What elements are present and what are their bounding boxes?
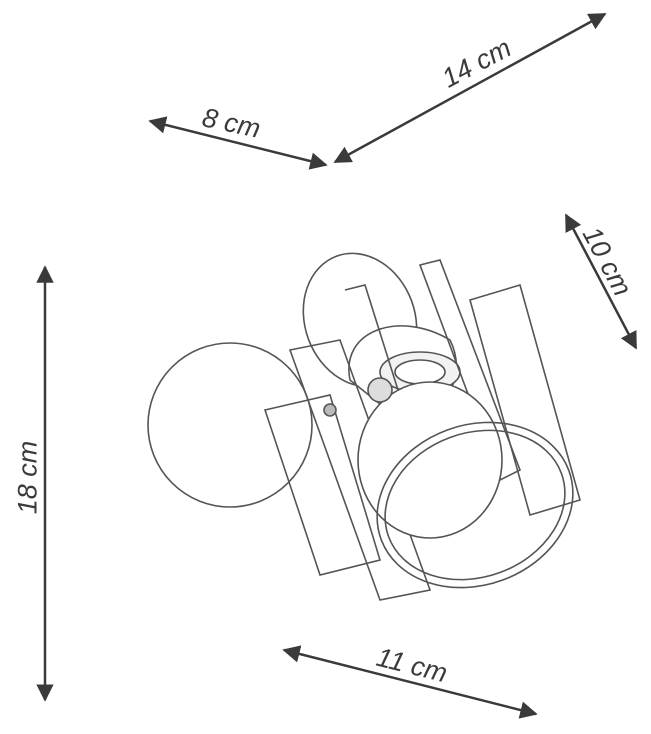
- dimension-arrow-8cm: [148, 116, 328, 170]
- front-shade: [357, 381, 503, 539]
- lamp-drawing: [147, 252, 581, 601]
- front-cage-ring: [376, 421, 574, 589]
- left-shade: [147, 342, 313, 508]
- dimension-arrow-10cm: [564, 213, 638, 350]
- label-18cm: 18 cm: [12, 440, 43, 515]
- dimension-arrow-11cm: [282, 645, 538, 719]
- dimension-arrow-14cm: [333, 12, 607, 164]
